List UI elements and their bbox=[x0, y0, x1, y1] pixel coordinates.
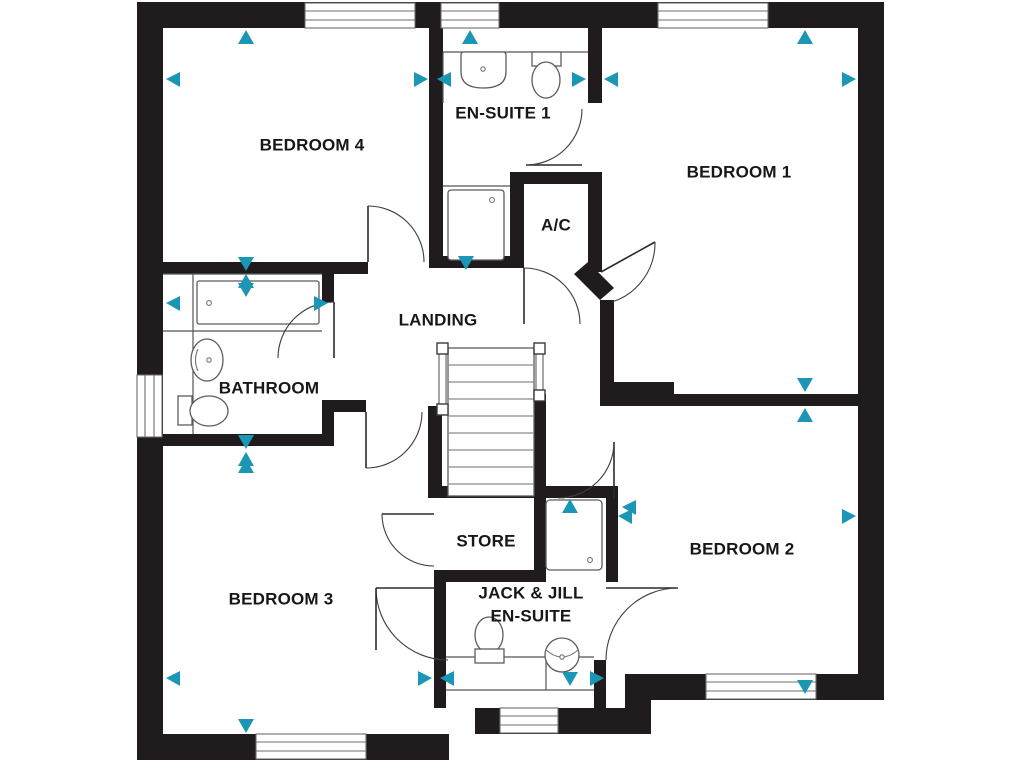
ensuite1-toilet bbox=[531, 51, 562, 99]
door-jj-left bbox=[375, 587, 449, 661]
door-jj-right bbox=[605, 587, 679, 661]
arrow-left bbox=[437, 72, 451, 87]
wall-store-right bbox=[534, 486, 546, 582]
staircase bbox=[436, 342, 546, 497]
bathroom-basin bbox=[190, 338, 224, 382]
arrow-down bbox=[458, 256, 474, 270]
wall-ac-top bbox=[510, 172, 602, 184]
wall-b1-jog-vert bbox=[600, 300, 614, 406]
window-bottom-1 bbox=[255, 733, 367, 760]
door-store bbox=[381, 513, 435, 567]
window-top-1 bbox=[304, 2, 416, 29]
arrow-right bbox=[842, 72, 856, 87]
wall-jj-shower-top bbox=[534, 486, 618, 498]
jackjill-basin bbox=[544, 637, 580, 673]
arrow-down bbox=[238, 719, 254, 733]
window-top-3 bbox=[657, 2, 769, 29]
wall-jj-shower-right bbox=[606, 486, 618, 582]
window-bottom-3 bbox=[705, 673, 817, 700]
arrow-left bbox=[440, 671, 454, 686]
bathroom-toilet bbox=[177, 395, 229, 427]
arrow-down bbox=[238, 257, 254, 271]
arrow-left bbox=[166, 296, 180, 311]
arrow-down bbox=[238, 283, 254, 297]
ensuite1-fixtures bbox=[442, 51, 588, 261]
arrow-up bbox=[562, 499, 578, 513]
wall-landing-left-stub bbox=[322, 400, 366, 412]
wall-b1-b2-divider bbox=[614, 394, 858, 406]
room-label-jackjill-line1: JACK & JILL bbox=[478, 583, 583, 602]
room-label-bedroom1: BEDROOM 1 bbox=[687, 162, 792, 181]
door-ac bbox=[523, 267, 581, 325]
wall-stair-left bbox=[428, 406, 442, 496]
arrow-right bbox=[572, 72, 586, 87]
arrow-right bbox=[842, 509, 856, 524]
bathroom-bath bbox=[196, 280, 320, 325]
arrow-right bbox=[314, 296, 328, 311]
arrow-left bbox=[622, 500, 636, 515]
wall-ac-right bbox=[588, 172, 602, 272]
window-top-2 bbox=[440, 2, 500, 29]
room-label-bathroom: BATHROOM bbox=[219, 378, 319, 397]
wall-es1-right bbox=[588, 28, 602, 103]
jackjill-shower bbox=[545, 499, 603, 571]
jackjill-fixtures bbox=[446, 499, 603, 691]
arrow-down bbox=[797, 378, 813, 392]
wall-ac-jog bbox=[574, 262, 614, 300]
room-label-landing: LANDING bbox=[399, 310, 478, 329]
arrow-left bbox=[166, 72, 180, 87]
arrow-left bbox=[618, 509, 632, 524]
windows-group bbox=[136, 2, 817, 760]
room-label-store: STORE bbox=[456, 531, 515, 550]
bathroom-fixtures bbox=[163, 273, 322, 434]
arrow-up bbox=[797, 408, 813, 422]
arrow-down bbox=[238, 435, 254, 449]
room-label-ensuite1: EN-SUITE 1 bbox=[455, 103, 551, 122]
room-label-ac: A/C bbox=[541, 215, 571, 234]
window-bottom-2 bbox=[499, 707, 559, 734]
room-label-bedroom2: BEDROOM 2 bbox=[690, 539, 795, 558]
wall-b1-jog-horiz bbox=[614, 382, 674, 394]
door-bedroom4 bbox=[367, 205, 425, 263]
door-ensuite1 bbox=[525, 108, 583, 166]
direction-arrows bbox=[166, 30, 856, 733]
arrow-left bbox=[166, 671, 180, 686]
wall-b3-right bbox=[434, 582, 446, 674]
room-label-bedroom3: BEDROOM 3 bbox=[229, 589, 334, 608]
room-labels: BEDROOM 4 EN-SUITE 1 BEDROOM 1 A/C LANDI… bbox=[219, 103, 795, 625]
wall-jj-right bbox=[594, 660, 606, 708]
room-label-jackjill-line2: EN-SUITE bbox=[491, 606, 572, 625]
arrow-right bbox=[418, 671, 432, 686]
arrow-up bbox=[238, 30, 254, 44]
room-label-bedroom4: BEDROOM 4 bbox=[260, 135, 365, 154]
arrow-up bbox=[238, 459, 254, 473]
arrow-left bbox=[604, 72, 618, 87]
window-left-1 bbox=[136, 374, 163, 438]
arrow-down bbox=[562, 672, 578, 686]
door-bedroom2 bbox=[557, 441, 615, 499]
door-bedroom1 bbox=[600, 241, 656, 303]
wall-b4-bottom bbox=[163, 262, 368, 274]
ensuite1-basin bbox=[460, 51, 507, 89]
jackjill-toilet bbox=[474, 616, 505, 664]
door-swings bbox=[277, 108, 679, 661]
ensuite1-shower bbox=[443, 185, 510, 261]
wall-bathroom-right bbox=[322, 262, 334, 302]
arrow-right bbox=[590, 671, 604, 686]
arrow-down bbox=[797, 680, 813, 694]
wall-b4-right bbox=[429, 28, 443, 268]
arrow-up bbox=[462, 30, 478, 44]
wall-stair-right bbox=[534, 394, 546, 498]
arrow-up bbox=[797, 30, 813, 44]
arrow-right bbox=[414, 72, 428, 87]
wall-shower-right bbox=[510, 172, 524, 268]
wall-store-bottom bbox=[434, 570, 546, 582]
door-bedroom3 bbox=[365, 411, 423, 469]
